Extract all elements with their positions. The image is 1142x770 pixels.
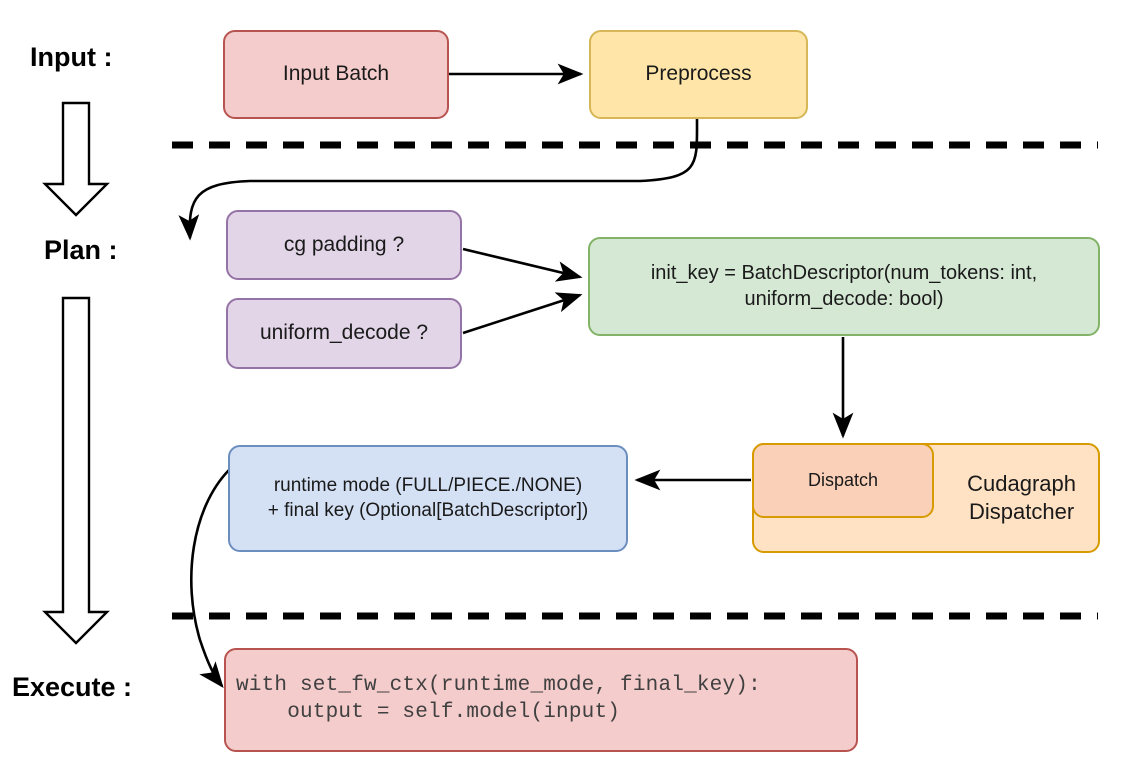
node-cg-padding[interactable]: cg padding ?	[226, 210, 462, 280]
node-init-key[interactable]: init_key = BatchDescriptor(num_tokens: i…	[588, 237, 1100, 336]
stage-label-execute: Execute :	[12, 672, 133, 702]
stage-label-input: Input :	[30, 42, 113, 72]
edge-runtime-mode-to-execute-code	[190, 469, 230, 689]
node-uniform-decode[interactable]: uniform_decode ?	[226, 298, 462, 369]
node-input-batch[interactable]: Input Batch	[223, 30, 449, 119]
stage-label-plan: Plan :	[44, 235, 118, 265]
stage-arrow-plan-to-execute	[42, 296, 110, 645]
edge-cg-padding-to-init-key	[462, 247, 583, 282]
node-runtime-mode[interactable]: runtime mode (FULL/PIECE./NONE) + final …	[228, 445, 628, 552]
node-execute-code[interactable]: with set_fw_ctx(runtime_mode, final_key)…	[224, 648, 858, 752]
edge-uniform-decode-to-init-key	[462, 292, 583, 335]
node-dispatch[interactable]: Dispatch	[752, 443, 934, 518]
node-preprocess[interactable]: Preprocess	[589, 30, 808, 119]
stage-arrow-input-to-plan	[42, 101, 110, 217]
